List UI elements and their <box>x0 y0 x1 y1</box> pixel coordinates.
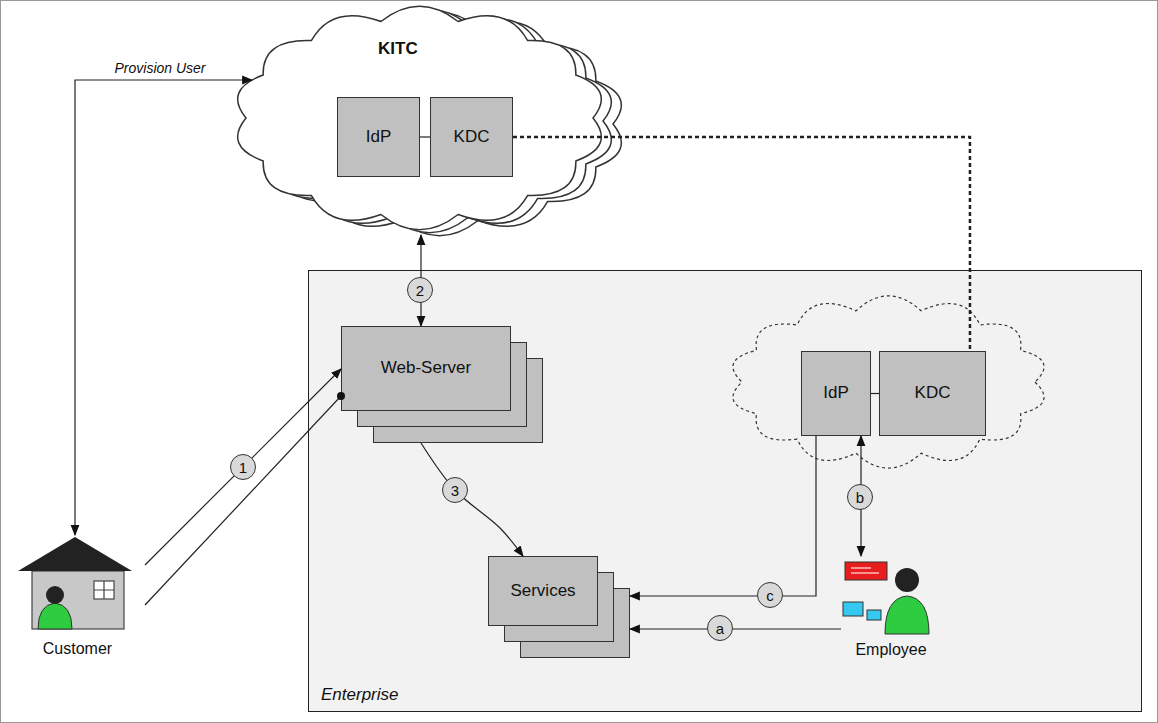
house-wall <box>32 571 124 629</box>
callout-number: b <box>847 484 873 510</box>
callout-number: 1 <box>230 454 256 480</box>
box-face: Web-Server <box>341 326 511 411</box>
monitor-lines <box>851 568 879 573</box>
process-box: IdP <box>337 97 420 177</box>
employee-icon <box>841 556 941 636</box>
node-label: IdP <box>366 127 392 147</box>
server-stack: Web-Server <box>341 326 543 443</box>
process-box: KDC <box>430 97 513 177</box>
connector <box>421 443 523 556</box>
edge-label: Provision User <box>112 60 207 76</box>
node-label: KITC <box>378 39 418 59</box>
enterprise-region: Enterprise Web-ServerIdP KDC ServicesEmploy… <box>308 270 1142 712</box>
person-head <box>46 586 64 604</box>
box-face: Services <box>488 556 598 626</box>
connector <box>871 393 879 394</box>
node-label: IdP <box>823 383 849 403</box>
cloud-outline <box>238 6 602 230</box>
callout-number: a <box>707 615 733 641</box>
node-label: KDC <box>915 383 951 403</box>
house-icon <box>10 535 145 633</box>
connector <box>630 436 816 596</box>
connector <box>630 628 841 629</box>
node-label: Customer <box>10 639 145 658</box>
connector <box>75 80 252 535</box>
dashed-cloud-outline <box>733 296 1044 468</box>
house-window <box>94 581 114 599</box>
connector <box>420 136 430 137</box>
actor-icon: Customer <box>10 535 145 660</box>
person-body <box>885 596 929 634</box>
connector-dot <box>337 392 345 400</box>
actor-icon: Employee <box>841 556 941 661</box>
connector <box>513 137 970 351</box>
process-box: IdP <box>801 351 871 436</box>
server-stack: Services <box>488 556 630 658</box>
process-box: KDC <box>879 351 986 436</box>
cyan-screen <box>867 610 881 620</box>
node-label: KDC <box>454 127 490 147</box>
node-label: Web-Server <box>381 358 471 378</box>
person-body <box>38 603 72 629</box>
node-label: Enterprise <box>321 685 398 705</box>
callout-number: 3 <box>442 477 468 503</box>
connector <box>145 396 341 605</box>
cyan-screen <box>843 602 863 616</box>
node-label: Employee <box>841 640 941 659</box>
callout-number: c <box>757 582 783 608</box>
person-head <box>895 568 919 592</box>
window-cross <box>94 581 114 599</box>
cloud-region: KITC IdP KDC <box>232 5 627 237</box>
connector <box>145 369 341 565</box>
callout-number: 2 <box>407 277 433 303</box>
node-label: Services <box>510 581 575 601</box>
house-roof <box>18 537 132 571</box>
red-monitor <box>845 562 887 580</box>
